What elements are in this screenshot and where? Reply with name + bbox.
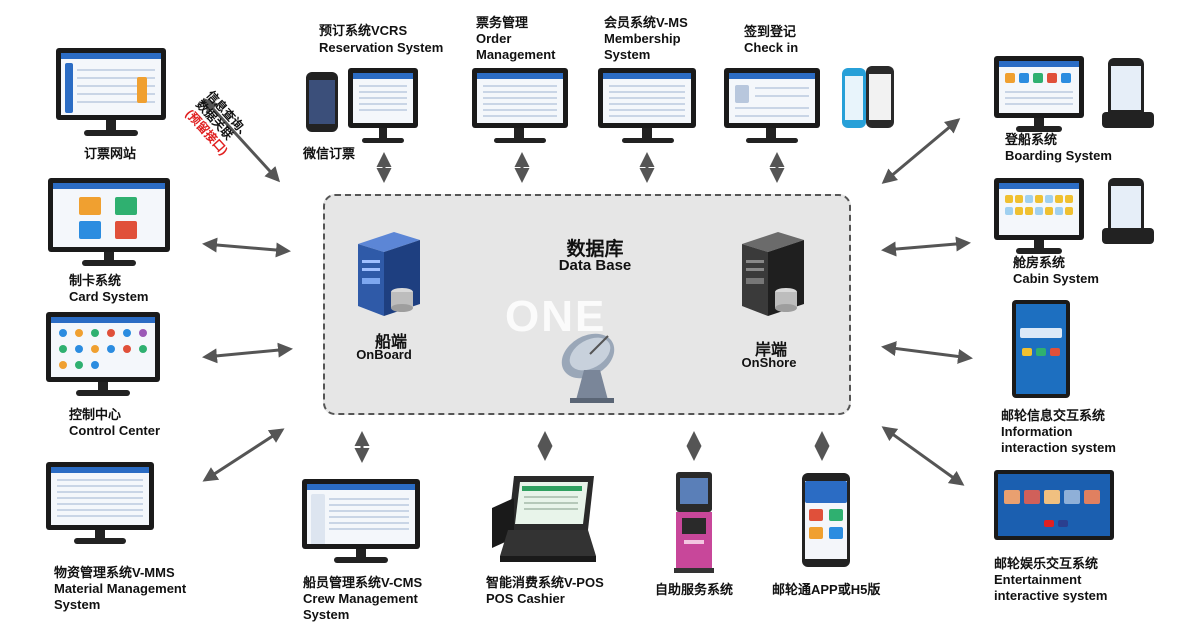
vcrs-label-en: Reservation System <box>319 40 444 55</box>
member-label-en2: System <box>604 47 651 62</box>
order-label-en1: Order <box>476 31 512 46</box>
material-monitor-icon <box>46 462 154 546</box>
card-system-monitor-icon <box>48 178 170 268</box>
crew-label-cn: 船员管理系统V-CMS <box>303 575 423 590</box>
cabin-cradle-icon <box>1102 228 1154 244</box>
watermark-logo: ONE <box>505 292 607 341</box>
member-label-en1: Membership <box>604 31 681 46</box>
booking-site-monitor-icon <box>56 48 166 138</box>
pos-terminal-icon <box>492 476 596 562</box>
onboard-server-icon <box>358 232 420 316</box>
arrow-control-center <box>202 342 293 364</box>
member-label-cn: 会员系统V-MS <box>604 15 688 30</box>
checkin-monitor-icon <box>724 68 820 148</box>
wechat-phone-icon <box>306 72 338 132</box>
boarding-monitor-icon <box>994 56 1084 134</box>
onboard-label-en: OnBoard <box>356 347 412 362</box>
boarding-cradle-icon <box>1102 112 1154 128</box>
card-label-en: Card System <box>69 289 149 304</box>
card-label-cn: 制卡系统 <box>69 273 122 288</box>
crew-monitor-icon <box>302 479 420 565</box>
arrow-info <box>881 341 973 364</box>
crew-label-en1: Crew Management <box>303 591 418 606</box>
database-title-en: Data Base <box>558 257 632 274</box>
control-label-cn: 控制中心 <box>69 407 122 422</box>
onshore-server-icon <box>742 232 804 316</box>
app-phone-icon <box>802 473 850 567</box>
info-label-cn: 邮轮信息交互系统 <box>1001 408 1106 423</box>
arrow-material <box>202 428 285 482</box>
wechat-label: 微信订票 <box>303 146 356 161</box>
onshore-label-en: OnShore <box>741 355 797 370</box>
app-label: 邮轮通APP或H5版 <box>772 582 881 597</box>
material-label-en2: System <box>54 597 101 612</box>
arrow-entertainment <box>881 426 965 486</box>
crew-label-en2: System <box>303 607 350 622</box>
database-title-cn: 数据库 <box>566 239 624 260</box>
cabin-label-en: Cabin System <box>1013 271 1099 286</box>
onboard-label-cn: 船端 <box>374 334 407 351</box>
info-kiosk-screen-icon <box>1012 300 1070 398</box>
checkin-handheld-icon <box>842 68 866 128</box>
cabin-monitor-icon <box>994 178 1084 256</box>
entertainment-screen-icon <box>994 470 1114 540</box>
checkin-label-en: Check in <box>744 40 799 55</box>
entertainment-label-en2: interactive system <box>994 588 1108 603</box>
material-label-cn: 物资管理系统V-MMS <box>54 565 175 580</box>
arrow-boarding <box>881 118 961 184</box>
booking-site-label: 订票网站 <box>84 146 137 161</box>
vcrs-label-cn: 预订系统VCRS <box>319 23 408 38</box>
order-label-cn: 票务管理 <box>476 15 529 30</box>
cabin-label-cn: 舱房系统 <box>1013 255 1066 270</box>
pos-label-cn: 智能消费系统V-POS <box>486 575 604 590</box>
satellite-dish-icon <box>561 333 615 403</box>
order-label-en2: Management <box>476 47 556 62</box>
checkin-tablet-icon <box>866 66 894 128</box>
control-center-monitor-icon <box>46 312 160 398</box>
vcrs-monitor-icon <box>348 68 418 148</box>
arrow-booking-site <box>202 97 281 183</box>
pos-label-en: POS Cashier <box>486 591 565 606</box>
self-service-label: 自助服务系统 <box>655 582 734 597</box>
self-service-kiosk-icon <box>674 472 714 573</box>
material-label-en1: Material Management <box>54 581 187 596</box>
member-monitor-icon <box>598 68 696 148</box>
checkin-label-cn: 签到登记 <box>744 24 797 39</box>
info-label-en1: Information <box>1001 424 1073 439</box>
boarding-label-en: Boarding System <box>1005 148 1112 163</box>
control-label-en: Control Center <box>69 423 160 438</box>
entertainment-label-cn: 邮轮娱乐交互系统 <box>994 556 1099 571</box>
entertainment-label-en1: Entertainment <box>994 572 1082 587</box>
boarding-handheld-icon <box>1108 58 1144 118</box>
onshore-label-cn: 岸端 <box>754 342 787 359</box>
boarding-label-cn: 登船系统 <box>1005 132 1058 147</box>
order-monitor-icon <box>472 68 568 148</box>
arrow-card-system <box>202 237 291 258</box>
info-label-en2: interaction system <box>1001 440 1116 455</box>
arrow-cabin <box>881 236 971 257</box>
